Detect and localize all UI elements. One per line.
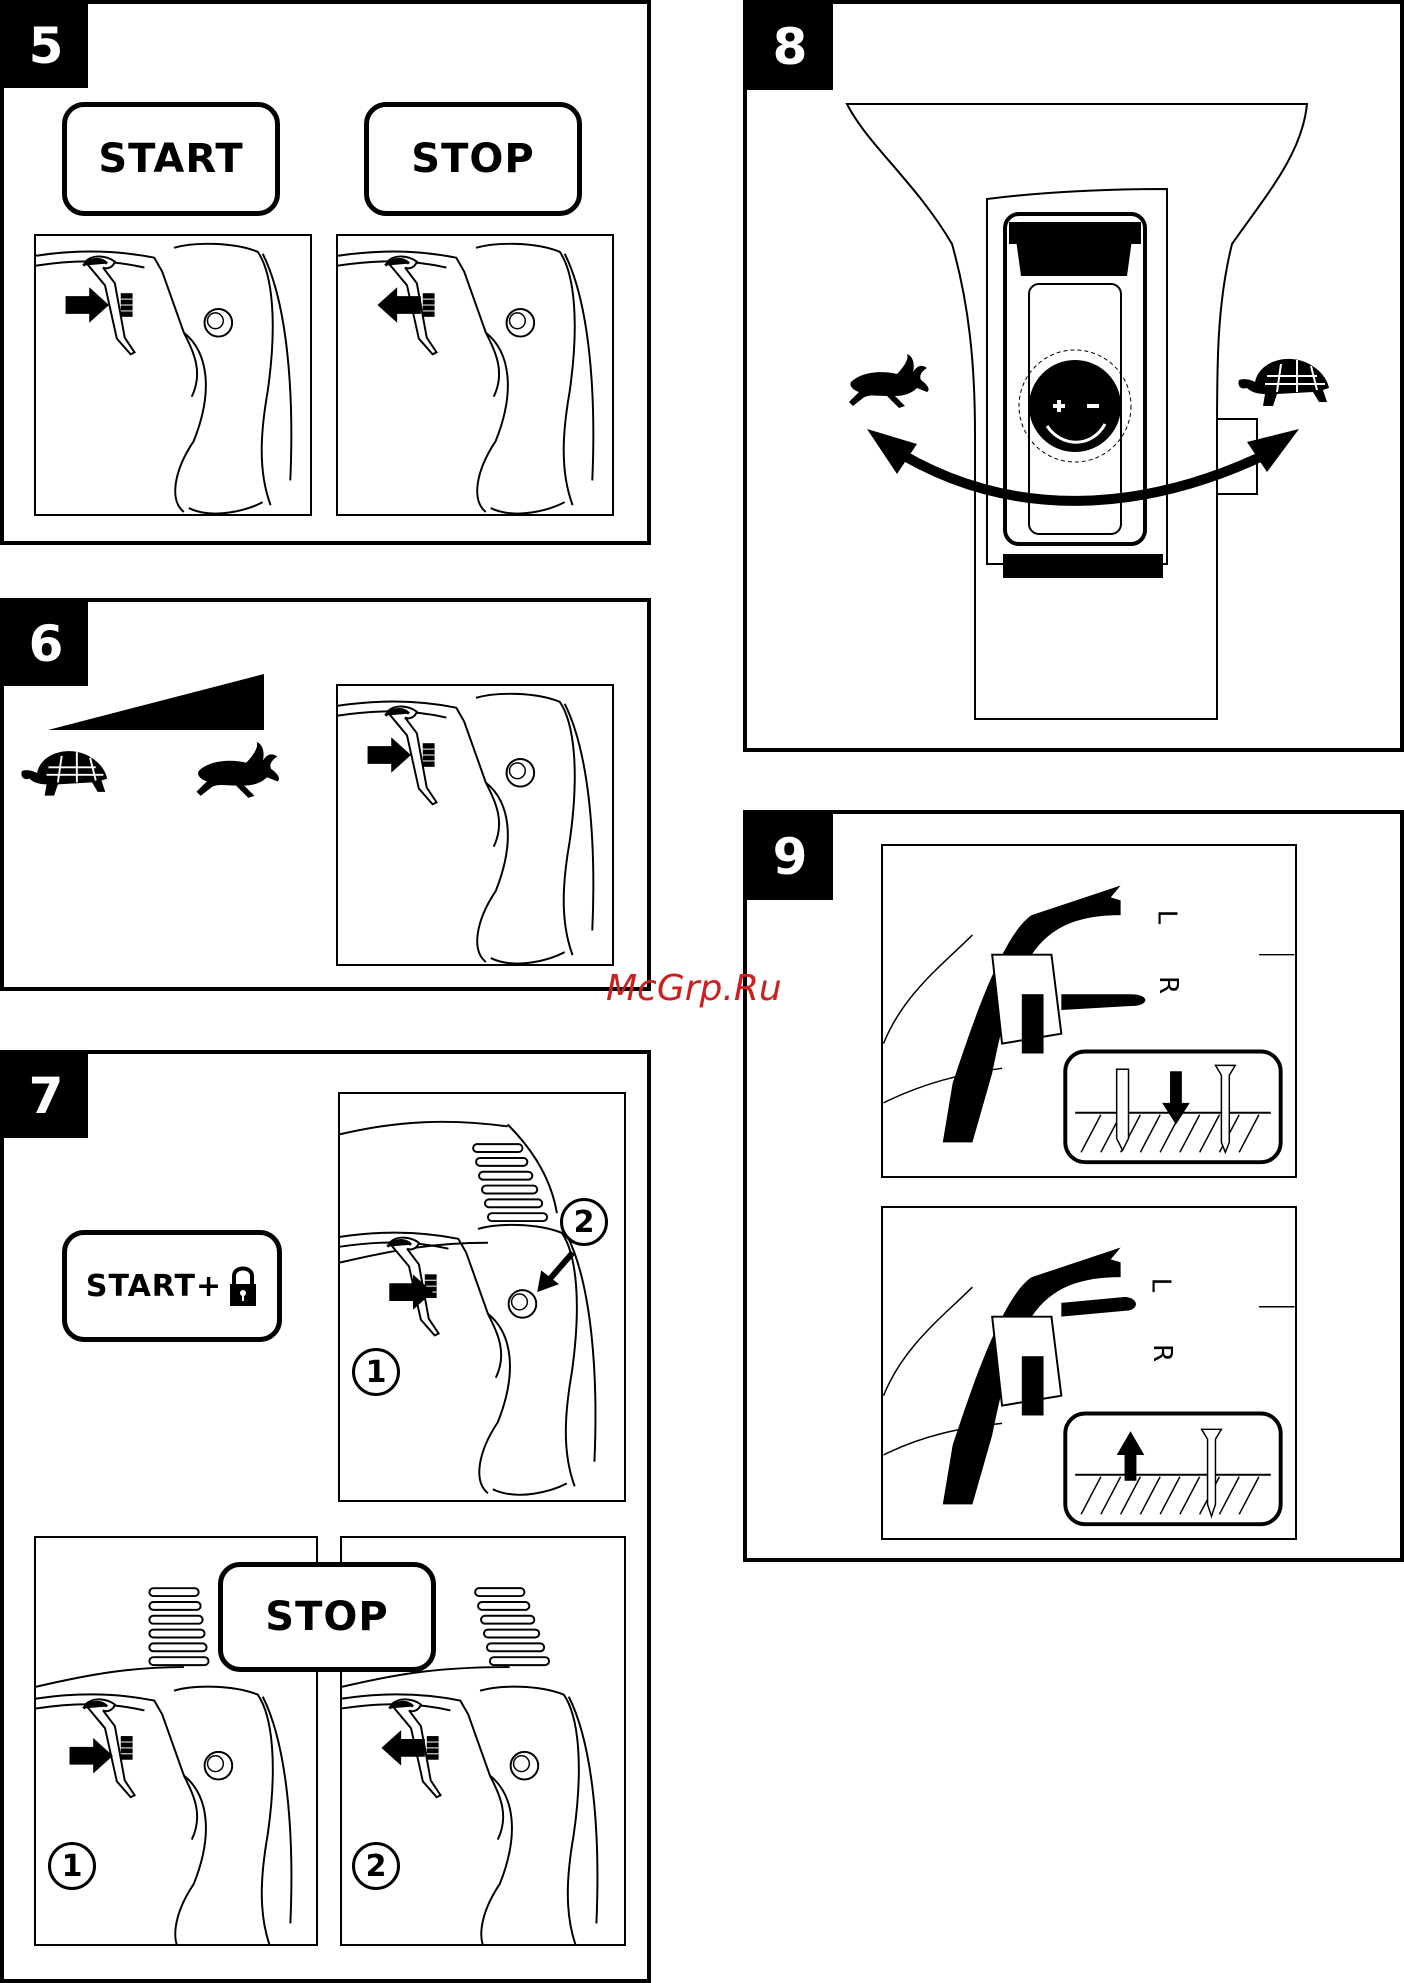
step-1-marker: 1 xyxy=(352,1348,400,1396)
reverse-label: L xyxy=(1151,910,1181,925)
start-trigger-icon xyxy=(36,236,310,514)
stop-trigger-icon xyxy=(338,236,612,514)
panel-9: 9 L R xyxy=(743,810,1404,1562)
hare-icon xyxy=(194,742,284,800)
reverse-label: L xyxy=(1145,1278,1175,1293)
drill-bit-icon xyxy=(883,846,1295,1176)
speed-trigger-illustration xyxy=(336,684,614,966)
panel-number: 7 xyxy=(4,1054,88,1138)
reverse-rotation-illustration: L R xyxy=(881,1206,1297,1540)
forward-label: R xyxy=(1153,976,1183,994)
panel-number: 9 xyxy=(747,814,833,900)
stop-illustration xyxy=(336,234,614,516)
screw-icon xyxy=(883,1208,1295,1538)
panel-number: 5 xyxy=(4,4,88,88)
press-trigger-icon xyxy=(338,686,612,964)
forward-label: R xyxy=(1147,1344,1177,1362)
forward-rotation-illustration: L R xyxy=(881,844,1297,1178)
panel-6: 6 xyxy=(0,598,651,991)
panel-5: 5 START STOP xyxy=(0,0,651,545)
speed-ramp-icon xyxy=(48,672,268,732)
panel-7: 7 START+ 2 1 xyxy=(0,1050,651,1983)
step-2-marker: 2 xyxy=(352,1842,400,1890)
panel-8: 8 xyxy=(743,0,1404,752)
tortoise-icon xyxy=(20,742,110,802)
start-label: START xyxy=(62,102,280,216)
lock-on-illustration: 2 1 xyxy=(338,1092,626,1502)
start-illustration xyxy=(34,234,312,516)
step-2-marker: 2 xyxy=(560,1198,608,1246)
start-lock-text: START+ xyxy=(86,1269,222,1304)
watermark: McGrp.Ru xyxy=(606,968,782,1009)
step-1-marker: 1 xyxy=(48,1842,96,1890)
stop-label: STOP xyxy=(218,1562,436,1672)
speed-dial-icon xyxy=(747,4,1400,748)
stop-label: STOP xyxy=(364,102,582,216)
lock-button-icon xyxy=(340,1094,624,1500)
start-lock-label: START+ xyxy=(62,1230,282,1342)
padlock-icon xyxy=(228,1264,258,1308)
